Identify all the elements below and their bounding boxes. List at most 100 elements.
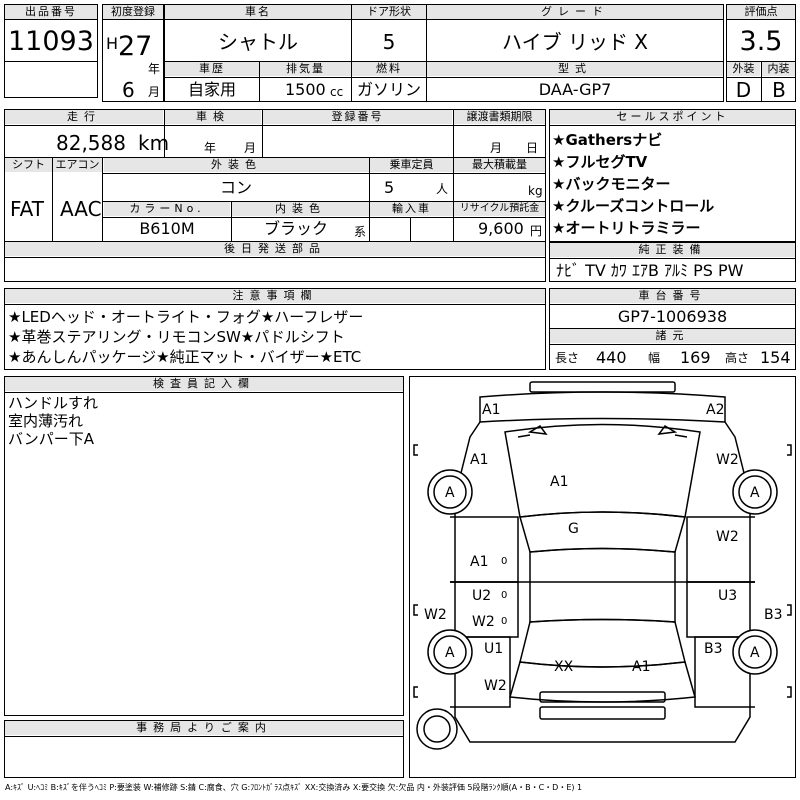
month-unit: 月	[148, 85, 161, 99]
year-unit: 年	[148, 62, 161, 76]
score-value: 3.5	[739, 26, 783, 57]
doors-value: 5	[382, 30, 396, 54]
equipment-value: ﾅﾋﾞ TV ｶﾜ ｴｱB ｱﾙﾐ PS PW	[556, 261, 744, 280]
sales-point-item: ★オートリトラミラー	[552, 219, 701, 237]
transfer-day-unit: 日	[526, 141, 539, 155]
office-box	[4, 720, 404, 778]
note-line: ★あんしんパッケージ★純正マット・バイザー★ETC	[8, 348, 362, 366]
chassis-box	[549, 288, 796, 370]
history-label: 車歴	[165, 62, 259, 76]
mark-small-0-c: 0	[501, 616, 507, 627]
color-no-label: カラーNo.	[104, 202, 230, 216]
mileage-value: 82,588	[56, 131, 126, 155]
transfer-label: 譲渡書類期限	[454, 110, 545, 124]
inspector-list: ハンドルすれ 室内薄汚れ バンパー下A	[8, 394, 98, 448]
mark-l-rear-fender: U1	[484, 641, 503, 657]
sales-point-item: ★フルセグTV	[552, 153, 648, 171]
equipment-label: 純正装備	[550, 243, 795, 257]
notes-box	[4, 288, 546, 370]
mark-hood: A1	[550, 474, 568, 490]
sales-point-item: ★バックモニター	[552, 175, 671, 193]
note-line: ★LEDヘッド・オートライト・フォグ★ハーフレザー	[8, 308, 364, 326]
ac-label: エアコン	[53, 158, 102, 172]
reg-no-label: 登録番号	[263, 110, 452, 124]
note-line: ★革巻ステアリング・リモコンSW★パドルシフト	[8, 328, 345, 346]
color-no-value: B610M	[139, 219, 195, 238]
capacity-unit: 人	[436, 182, 449, 196]
mark-wheel-fr: A	[750, 485, 760, 501]
score-label: 評価点	[727, 5, 795, 19]
recycle-unit: 円	[530, 224, 543, 238]
inspection-month-unit: 月	[244, 141, 257, 155]
mark-wheel-fl: A	[445, 485, 455, 501]
mark-l-sill: W2	[424, 607, 447, 623]
exterior-label: 外装	[727, 62, 760, 76]
inspector-line: バンパー下A	[8, 430, 95, 448]
height-label: 高さ	[725, 351, 750, 365]
recycle-label: リサイクル預託金	[454, 202, 545, 216]
lot-box	[4, 4, 98, 98]
displacement-value: 1500	[285, 80, 326, 99]
displacement-unit: cc	[330, 85, 344, 99]
mark-front-left-top: A1	[482, 402, 500, 418]
info-table	[4, 109, 546, 282]
mark-l-front-door: A1	[470, 554, 488, 570]
first-reg-box	[102, 4, 164, 102]
grade-label: グレード	[427, 5, 723, 19]
fuel-label: 燃料	[352, 62, 426, 76]
fuel-value: ガソリン	[356, 80, 421, 99]
transfer-month-unit: 月	[490, 141, 503, 155]
notes-label: 注意事項欄	[5, 289, 545, 303]
dimensions-label: 諸元	[550, 329, 795, 343]
inspector-label: 検査員記入欄	[5, 377, 403, 391]
sales-point-item: ★クルーズコントロール	[552, 197, 715, 215]
notes-list: ★LEDヘッド・オートライト・フォグ★ハーフレザー ★革巻ステアリング・リモコン…	[8, 307, 363, 367]
capacity-label: 乗車定員	[370, 158, 453, 172]
doors-label: ドア形状	[352, 5, 426, 19]
interior-value: B	[772, 78, 786, 102]
inspector-line: ハンドルすれ	[8, 394, 99, 412]
sales-point-item: ★Gathersナビ	[552, 131, 663, 149]
mark-r-front-door: W2	[716, 529, 739, 545]
model-label: 型式	[427, 62, 723, 76]
chassis-value: GP7-1006938	[617, 307, 728, 326]
mark-small-0-a: 0	[501, 556, 507, 567]
mark-wheel-rr: A	[750, 645, 760, 661]
displacement-label: 排気量	[260, 62, 351, 76]
lot-label: 出品番号	[5, 5, 97, 19]
length-label: 長さ	[555, 351, 580, 365]
mark-r-quarter: B3	[764, 607, 783, 623]
legend-text: A:ｷｽﾞ U:ﾍｺﾐ B:ｷｽﾞを伴うﾍｺﾐ P:要塗装 W:補修跡 S:錆 …	[5, 783, 583, 792]
shift-value: FAT	[10, 197, 45, 221]
interior-label: 内装	[762, 62, 795, 76]
ac-value: AAC	[60, 197, 102, 221]
model-value: DAA-GP7	[538, 80, 612, 99]
chassis-label: 車台番号	[550, 289, 795, 303]
length-value: 440	[596, 348, 627, 367]
inspection-label: 車検	[165, 110, 261, 124]
width-value: 169	[680, 348, 711, 367]
mark-l-rear-low: W2	[484, 678, 507, 694]
mark-front-right-top: A2	[706, 402, 724, 418]
later-parts-label: 後日発送部品	[5, 242, 545, 256]
max-load-unit: kg	[528, 184, 543, 198]
car-name: シャトル	[218, 30, 298, 54]
equipment-box	[549, 242, 796, 282]
mark-r-rear-fender: B3	[704, 641, 723, 657]
inspector-box	[4, 376, 404, 716]
ext-color-label: 外装色	[104, 158, 369, 172]
mark-rear-center: A1	[632, 659, 650, 675]
inspector-line: 室内薄汚れ	[8, 412, 84, 430]
mileage-label: 走行	[5, 110, 163, 124]
sales-points-label: セールスポイント	[550, 110, 795, 124]
exterior-value: D	[735, 78, 752, 102]
sales-points-box	[549, 109, 796, 242]
history-value: 自家用	[187, 80, 236, 99]
mark-fl-fender: A1	[470, 452, 488, 468]
mark-windshield: G	[568, 521, 579, 537]
max-load-label: 最大積載量	[454, 158, 545, 172]
int-color-value: ブラック	[264, 219, 329, 238]
office-label: 事務局よりご案内	[5, 721, 403, 735]
mark-r-rear-door: U3	[718, 588, 737, 604]
header-table	[164, 4, 724, 102]
